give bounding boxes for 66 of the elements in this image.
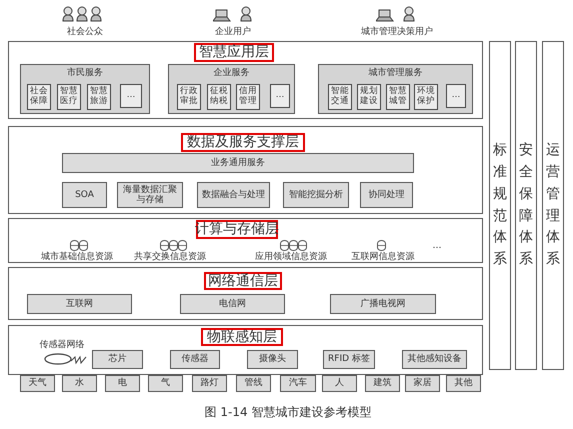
user-group-label: 城市管理决策用户 — [361, 26, 433, 38]
component-box: 气 — [148, 375, 183, 392]
resource-label: 互联网信息资源 — [352, 252, 414, 262]
component-box: 人 — [322, 375, 357, 392]
system-column: 运营管理体系 — [542, 41, 564, 370]
user-group-label: 企业用户 — [215, 26, 251, 38]
layer-box — [8, 218, 483, 263]
component-box: 家居 — [405, 375, 440, 392]
service-box: 智慧医疗 — [57, 84, 81, 110]
component-box: 传感器 — [170, 350, 220, 369]
component-box: 管线 — [236, 375, 271, 392]
component-box: 其他 — [446, 375, 481, 392]
component-box: 业务通用服务 — [62, 153, 414, 173]
service-box: 智慧旅游 — [87, 84, 111, 110]
service-group-box — [318, 64, 473, 114]
service-box: 环境保护 — [414, 84, 438, 110]
service-box: 智能交通 — [328, 84, 352, 110]
service-box: … — [446, 84, 466, 108]
group-title: 城市管理服务 — [368, 68, 424, 78]
layer-title: 网络通信层 — [204, 272, 282, 290]
component-box: 芯片 — [92, 350, 143, 369]
component-box: 互联网 — [27, 294, 132, 314]
service-box: 征税纳税 — [207, 84, 231, 110]
service-box: 智慧城管 — [386, 84, 410, 110]
resource-label: 应用领域信息资源 — [255, 252, 327, 262]
service-box: … — [270, 84, 290, 108]
service-box: … — [120, 84, 142, 108]
component-box: 路灯 — [192, 375, 227, 392]
resource-label: 共享交换信息资源 — [134, 252, 206, 262]
layer-box — [8, 126, 483, 214]
layer-title: 物联感知层 — [201, 328, 283, 346]
component-box: 数据融合与处理 — [197, 182, 270, 208]
component-box: 电信网 — [180, 294, 285, 314]
component-box: 协同处理 — [360, 182, 413, 208]
service-box: 规划建设 — [357, 84, 381, 110]
system-column: 安全保障体系 — [515, 41, 537, 370]
user-group-label: 社会公众 — [67, 26, 103, 38]
layer-box — [8, 325, 483, 375]
group-title: 企业服务 — [212, 68, 250, 78]
caption: 图 1-14 智慧城市建设参考模型 — [204, 404, 372, 421]
component-box: 其他感知设备 — [402, 350, 467, 369]
text-label: 传感器网络 — [40, 340, 84, 350]
component-box: 建筑 — [365, 375, 400, 392]
service-box: 信用管理 — [236, 84, 260, 110]
component-box: 汽车 — [280, 375, 316, 392]
component-box: RFID 标签 — [323, 350, 375, 369]
component-box: 摄像头 — [247, 350, 298, 369]
resource-label: 城市基础信息资源 — [41, 252, 113, 262]
group-title: 市民服务 — [66, 68, 104, 78]
service-box: 行政审批 — [177, 84, 201, 110]
component-box: 海量数据汇聚与存储 — [117, 182, 183, 208]
layer-title: 智慧应用层 — [194, 43, 274, 62]
component-box: 广播电视网 — [330, 294, 436, 314]
component-box: 水 — [62, 375, 97, 392]
layer-box — [8, 41, 483, 119]
system-column: 标准规范体系 — [489, 41, 511, 370]
component-box: SOA — [62, 182, 107, 208]
text-label: … — [432, 241, 442, 252]
layer-title: 数据及服务支撑层 — [181, 133, 305, 152]
component-box: 天气 — [20, 375, 55, 392]
service-group-box — [168, 64, 295, 114]
service-group-box — [20, 64, 150, 114]
component-box: 电 — [105, 375, 140, 392]
component-box: 智能挖掘分析 — [283, 182, 349, 208]
service-box: 社会保障 — [27, 84, 51, 110]
layer-box — [8, 267, 483, 320]
